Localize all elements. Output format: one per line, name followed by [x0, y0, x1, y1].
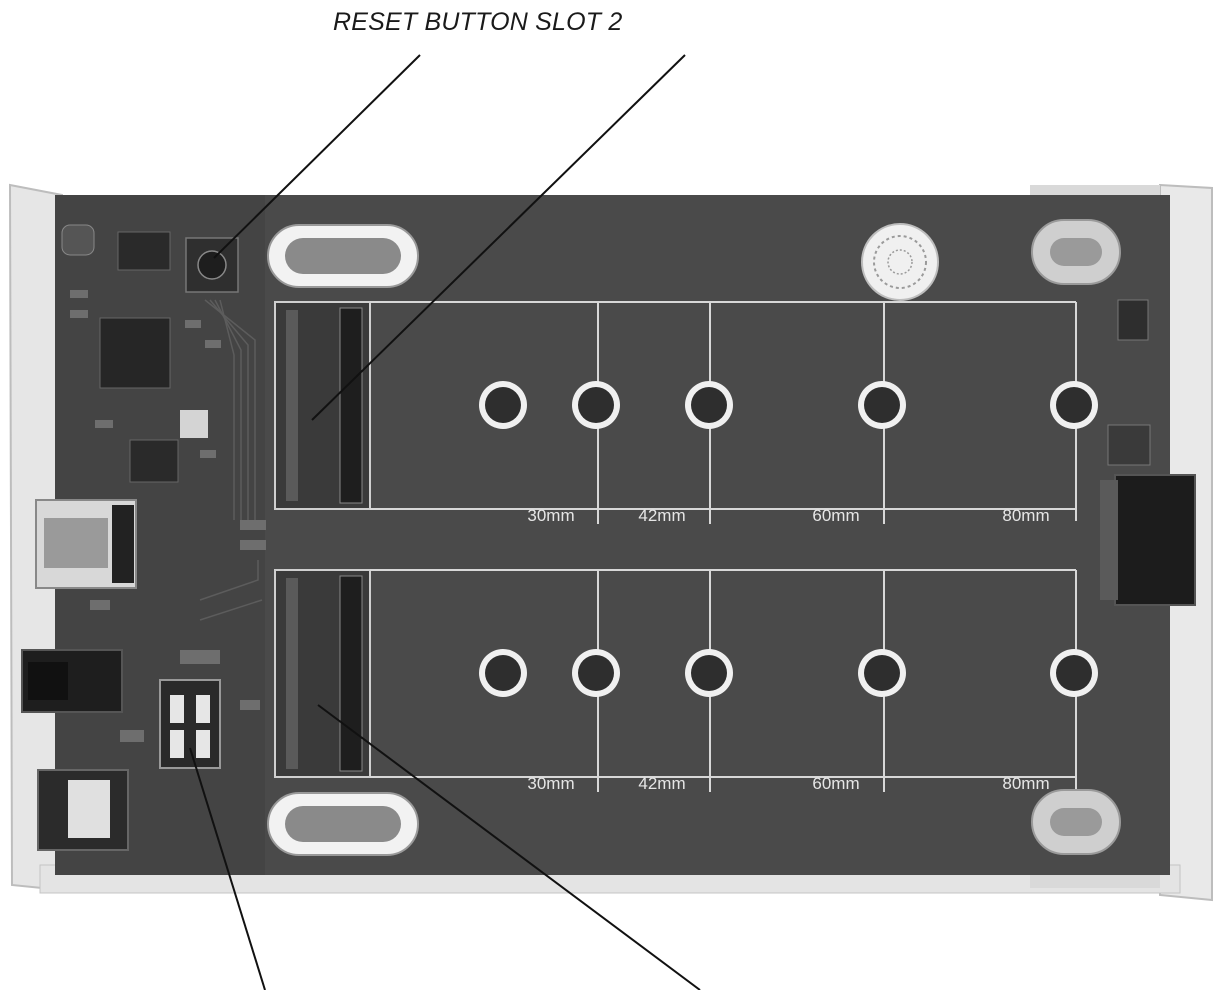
length-mark-lower-2: 60mm [812, 774, 859, 793]
mounting-slot-top-left [267, 224, 419, 288]
standoff-hole-lower-2 [691, 655, 727, 691]
length-mark-lower-3: 80mm [1002, 774, 1049, 793]
m2-connector-slot-upper [339, 307, 363, 504]
callout-reset-button-slot-2: RESET BUTTON SLOT 2 [333, 8, 623, 36]
standoff-hole-upper-3 [864, 387, 900, 423]
standoff-hole-lower-4 [1056, 655, 1092, 691]
length-mark-upper-1: 42mm [638, 506, 685, 525]
pcb-traces [199, 299, 263, 621]
power-switch [37, 769, 129, 851]
small-ic [180, 410, 208, 438]
standoff-hole-upper-0 [485, 387, 521, 423]
m2-bay-lower: 30mm 42mm 60mm 80mm [274, 569, 1098, 793]
m2-bays: 30mm 42mm 60mm 80mm 30mm 42mm 60mm 80mm [274, 301, 1098, 793]
length-mark-upper-2: 60mm [812, 506, 859, 525]
m2-bay-upper: 30mm 42mm 60mm 80mm [274, 301, 1098, 525]
smd-parts [70, 290, 266, 742]
warranty-seal [861, 223, 939, 301]
reset-button [185, 237, 239, 293]
standoff-hole-upper-2 [691, 387, 727, 423]
bridge-chip-2 [129, 439, 179, 483]
leader-slot-1 [317, 704, 701, 991]
mounting-slot-bottom-left [267, 792, 419, 856]
standoff-hole-upper-1 [578, 387, 614, 423]
length-mark-upper-0: 30mm [527, 506, 574, 525]
led-header [1100, 299, 1196, 606]
leader-reset-button [213, 54, 421, 259]
length-mark-lower-1: 42mm [638, 774, 685, 793]
m2-connector-latch-upper [286, 310, 298, 501]
bridge-chip-1 [117, 231, 171, 271]
length-mark-upper-3: 80mm [1002, 506, 1049, 525]
standoff-hole-lower-0 [485, 655, 521, 691]
leader-slot-2 [311, 54, 686, 421]
usb-c-port [35, 499, 137, 589]
standoff-hole-upper-4 [1056, 387, 1092, 423]
dip-switch [159, 679, 221, 769]
m2-connector-latch-lower [286, 578, 298, 769]
mounting-slot-bottom-right [1031, 789, 1121, 855]
m2-connector-slot-lower [339, 575, 363, 772]
mounting-slot-top-right [1031, 219, 1121, 285]
standoff-hole-lower-1 [578, 655, 614, 691]
controller-chip [99, 317, 171, 389]
standoff-hole-lower-3 [864, 655, 900, 691]
dc-power-jack [21, 649, 123, 713]
leader-dip-switch [189, 747, 266, 991]
length-mark-lower-0: 30mm [527, 774, 574, 793]
coil [61, 224, 95, 256]
leader-lines [189, 54, 701, 991]
